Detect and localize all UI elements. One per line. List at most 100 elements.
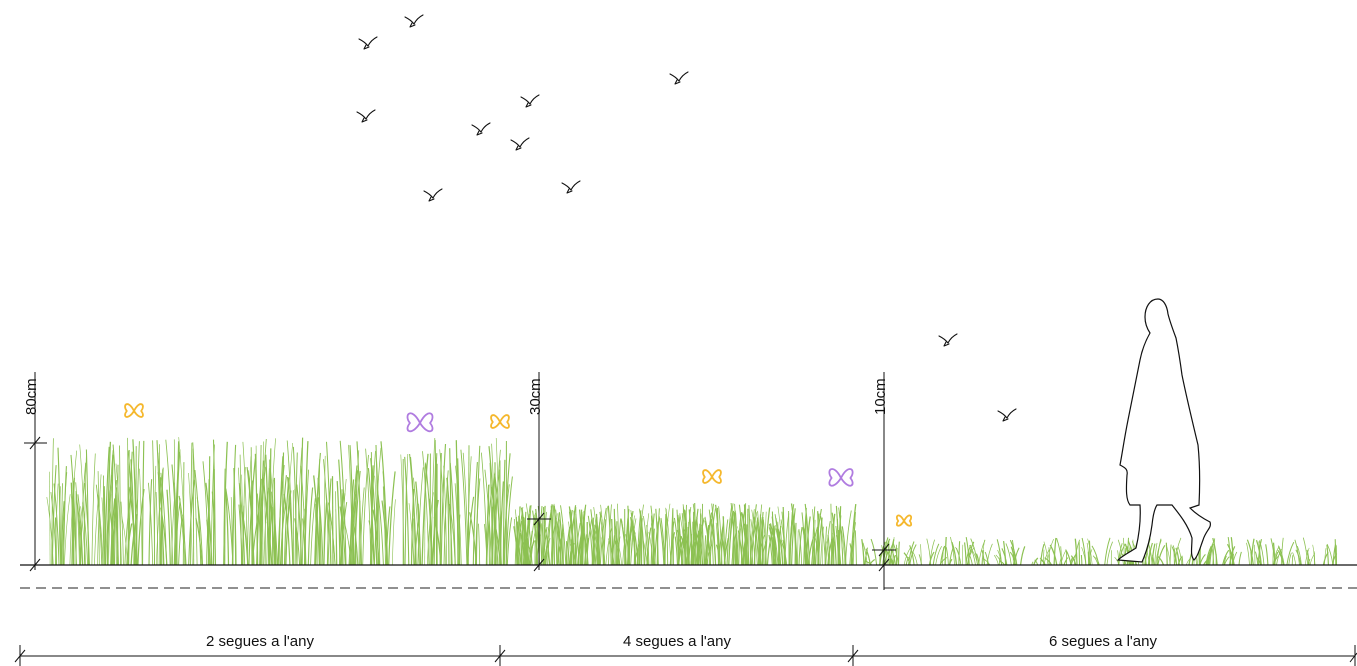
butterfly-icon [895,514,913,527]
grass-blade [91,453,96,566]
grass-blade [350,465,358,566]
grass-blade [80,506,86,566]
grass-blade [811,526,818,566]
grass-blade [640,511,642,566]
grass-blade [651,516,655,566]
grass-blade [1258,541,1261,566]
butterfly-icon [828,468,854,487]
bird-icon [356,109,376,123]
grass-blade [709,508,716,566]
grass-blade [385,506,391,566]
grass-blade [1278,547,1284,566]
grass-blade [1326,544,1329,566]
grass-blade [372,509,380,566]
grass-blade [1106,541,1113,566]
grass-blade [1086,542,1090,566]
height-label-30cm: 30cm [527,378,544,415]
grass-blade [944,536,947,566]
grass-blade [605,528,612,566]
grass-blade [762,519,767,566]
butterflies [124,403,913,527]
grass-blade [495,437,500,566]
grass-blade [120,501,124,566]
grass-blade [51,438,54,566]
grass-blade [248,458,257,566]
grass-blade [400,454,405,566]
grass-blade [238,504,243,566]
grass-blade [559,525,564,566]
grass-blade [1212,538,1216,566]
grass-blade [77,494,84,566]
grass-blade [388,471,396,566]
grass-blade [840,524,846,566]
grass-blade [573,510,577,566]
grass-blade [460,449,468,566]
grass-blade [837,541,840,566]
grass-blade [294,452,298,566]
grass-blade [965,536,970,566]
grass-blade [417,467,424,566]
grass-blade [530,526,537,566]
grass-blade [261,441,265,566]
grass-blade [656,508,660,566]
grass-blade [127,450,135,566]
grass-blade [80,462,87,566]
grass-blade [1152,554,1155,566]
grass-blade [46,497,54,566]
grass-blade [78,512,81,566]
grass-blade [1091,545,1100,566]
grass-blade [677,514,683,566]
grass-blade [1228,546,1236,566]
grass-blade [155,470,164,566]
grass-blade [374,447,382,566]
grass-blade [918,554,922,566]
grass-blade [310,498,316,566]
height-label-10cm: 10cm [872,378,889,415]
grass-blade [1185,557,1192,566]
grass-blade [529,530,533,566]
grass-blade [83,451,87,566]
grass-blade [160,507,168,566]
grass-blade [359,487,365,566]
grass-blade [750,519,756,566]
grass-blade [738,504,745,566]
grass-blade [259,460,265,566]
grass-blade [469,512,477,566]
grass-blade [671,536,674,566]
grass-blade [273,479,277,566]
grass-blade [1088,540,1091,566]
grass-blade [277,465,285,566]
grass-blade [830,503,833,566]
grass-blade [862,542,868,566]
grass-blade [769,523,775,566]
grass-blade [1172,545,1178,566]
grass-blade [708,509,714,566]
grass-blade [1292,552,1297,566]
bird-icon [358,36,378,50]
grass-blade [749,509,755,566]
bird-icon [423,188,443,202]
grass-blade [789,511,794,566]
grass-blade [688,509,693,566]
grass-blade [1039,544,1045,566]
grass-blade [409,453,417,566]
grass-blade [1306,549,1310,566]
grass-blade [128,451,133,566]
grass-blade [950,536,955,566]
height-dimension-80cm [24,372,47,572]
grass-blade [323,459,330,566]
grass-blade [736,537,738,566]
grass-blade [932,543,940,566]
grass-blade [457,458,461,566]
grass-blade [148,479,153,566]
grass-blade [1296,545,1302,566]
grass-blade [1033,557,1039,566]
grass-blade [690,531,696,566]
grass-blade [733,512,735,566]
grass-blade [782,506,785,566]
grass-blade [119,445,121,566]
grass-blade [617,503,620,566]
grass-blade [928,551,935,566]
grass-blade [801,527,808,566]
grass-blade [136,441,140,566]
